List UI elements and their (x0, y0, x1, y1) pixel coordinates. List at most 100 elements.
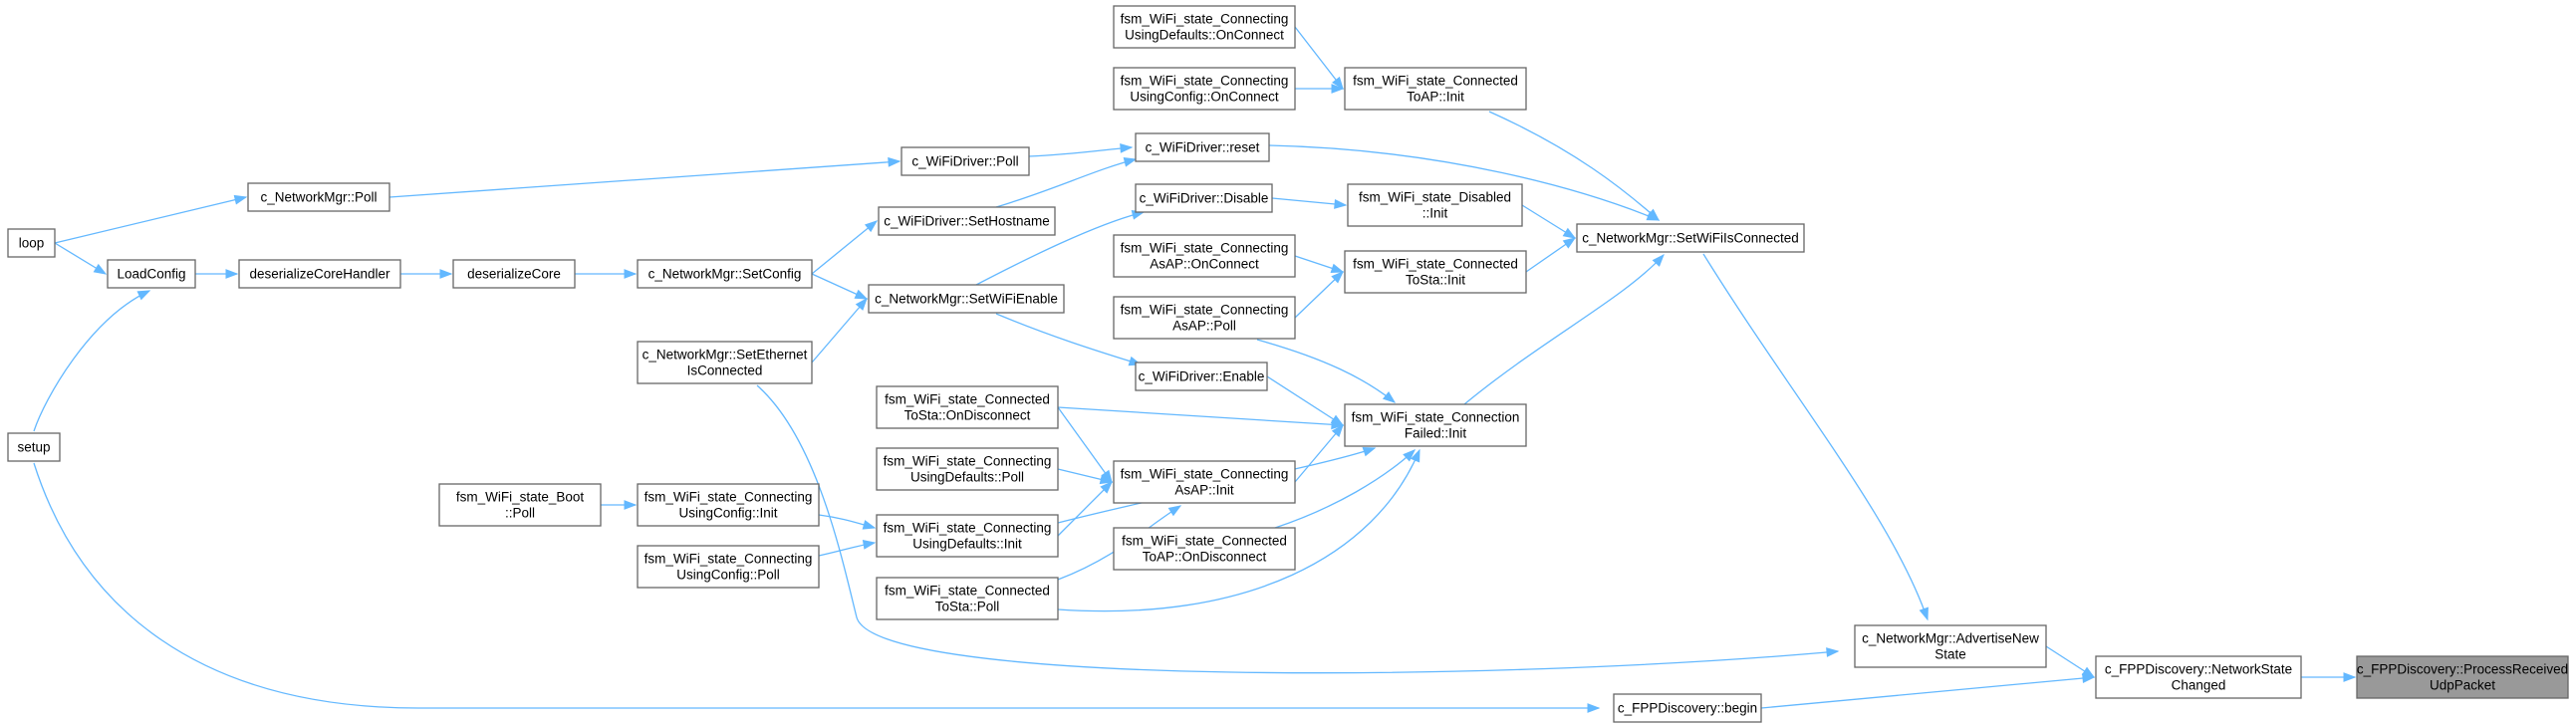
edge-connectionfailed-init-to-networkmgr-setwifiisconnected (1463, 253, 1665, 405)
node-label-line: loop (19, 236, 45, 251)
edge-arrowhead (1167, 505, 1182, 517)
node-label-line: ToSta::OnDisconnect (904, 408, 1031, 423)
edge-connecting-usingconfig-poll-to-connecting-usingdefaults-init (818, 540, 877, 557)
edge-connecting-usingdefaults-poll-to-connecting-asap-init (1057, 468, 1114, 485)
edge-line (1057, 406, 1113, 483)
node-connectedtosta-ondisconnect[interactable]: fsm_WiFi_state_ConnectedToSta::OnDisconn… (876, 385, 1059, 429)
node-fppdiscovery-begin[interactable]: c_FPPDiscovery::begin (1613, 693, 1762, 723)
node-label-line: ToSta::Init (1406, 273, 1465, 288)
edge-wifidriver-disable-to-disabled-init (1271, 197, 1348, 209)
edge-line (1294, 424, 1344, 483)
node-box (1113, 5, 1296, 49)
node-loadconfig[interactable]: LoadConfig (107, 259, 196, 289)
node-label-line: UdpPacket (2430, 678, 2495, 693)
edge-arrowhead (862, 540, 877, 550)
edge-line (1760, 676, 2095, 709)
edge-connectedtoap-ondisconnect-to-connectionfailed-init (1274, 449, 1417, 529)
node-box (1135, 183, 1273, 213)
edge-line (1057, 449, 1420, 612)
edge-arrowhead (1120, 142, 1134, 153)
node-box (1135, 362, 1268, 391)
edge-arrowhead (862, 520, 877, 530)
node-loop[interactable]: loop (7, 228, 56, 258)
node-wifidriver-sethostname[interactable]: c_WiFiDriver::SetHostname (878, 206, 1056, 236)
edge-line (54, 196, 247, 244)
node-boot-poll[interactable]: fsm_WiFi_state_Boot::Poll (438, 483, 602, 527)
node-connecting-usingconfig-onconnect[interactable]: fsm_WiFi_state_ConnectingUsingConfig::On… (1113, 67, 1296, 111)
edge-connecting-asap-poll-to-connectedtosta-init (1294, 271, 1345, 319)
node-box (901, 146, 1030, 176)
node-label-line: UsingConfig::Init (678, 506, 777, 521)
node-networkmgr-poll[interactable]: c_NetworkMgr::Poll (247, 182, 390, 212)
node-label-line: c_NetworkMgr::AdvertiseNew (1862, 631, 2039, 646)
node-label-line: IsConnected (687, 363, 763, 378)
node-wifidriver-poll[interactable]: c_WiFiDriver::Poll (901, 146, 1030, 176)
node-wifidriver-disable[interactable]: c_WiFiDriver::Disable (1135, 183, 1273, 213)
node-label-line: AsAP::Poll (1172, 319, 1236, 334)
node-setup[interactable]: setup (7, 432, 61, 462)
node-label-line: ToAP::Init (1407, 90, 1464, 105)
node-label-line: c_WiFiDriver::Poll (911, 154, 1018, 169)
node-connecting-usingdefaults-onconnect[interactable]: fsm_WiFi_state_ConnectingUsingDefaults::… (1113, 5, 1296, 49)
node-label-line: fsm_WiFi_state_Disabled (1359, 190, 1511, 205)
edge-arrowhead (1332, 76, 1344, 91)
edge-connecting-asap-init-to-connectionfailed-init (1294, 423, 1344, 483)
node-networkmgr-setwifienable[interactable]: c_NetworkMgr::SetWiFiEnable (868, 284, 1065, 314)
node-deserializecorehandler[interactable]: deserializeCoreHandler (238, 259, 401, 289)
edge-line (1028, 146, 1133, 157)
node-networkmgr-setconfig[interactable]: c_NetworkMgr::SetConfig (637, 259, 813, 289)
node-label-line: fsm_WiFi_state_Connection (1352, 410, 1520, 425)
node-label-line: Changed (2172, 678, 2226, 693)
node-label-line: fsm_WiFi_state_Connecting (644, 490, 813, 505)
node-disabled-init[interactable]: fsm_WiFi_state_Disabled::Init (1347, 183, 1523, 227)
node-label-line: c_WiFiDriver::Disable (1140, 191, 1269, 206)
edge-wifidriver-poll-to-wifidriver-reset (1028, 142, 1134, 157)
node-label-line: c_WiFiDriver::SetHostname (884, 214, 1050, 229)
node-networkmgr-setwifiisconnected[interactable]: c_NetworkMgr::SetWiFiIsConnected (1576, 223, 1805, 253)
node-label-line: fsm_WiFi_state_Connecting (1121, 74, 1289, 89)
node-deserializecore[interactable]: deserializeCore (452, 259, 576, 289)
node-label-line: c_NetworkMgr::SetEthernet (643, 348, 808, 362)
edge-arrowhead (1331, 423, 1344, 437)
node-label-line: UsingDefaults::Poll (910, 470, 1024, 485)
node-box (247, 182, 390, 212)
edge-disabled-init-to-networkmgr-setwifiisconnected (1521, 204, 1577, 239)
node-connecting-usingdefaults-init[interactable]: fsm_WiFi_state_ConnectingUsingDefaults::… (876, 514, 1059, 558)
node-box (637, 545, 820, 589)
node-connectedtoap-ondisconnect[interactable]: fsm_WiFi_state_ConnectedToAP::OnDisconne… (1113, 527, 1296, 571)
node-connecting-usingdefaults-poll[interactable]: fsm_WiFi_state_ConnectingUsingDefaults::… (876, 447, 1059, 491)
edge-connectedtoap-init-to-networkmgr-setwifiisconnected (1488, 111, 1661, 221)
edge-line (756, 384, 1839, 674)
node-label-line: c_NetworkMgr::SetWiFiEnable (875, 292, 1058, 307)
node-box (868, 284, 1065, 314)
node-wifidriver-reset[interactable]: c_WiFiDriver::reset (1135, 132, 1270, 162)
edge-line (1271, 197, 1347, 206)
edge-line (811, 298, 868, 363)
edge-line (1294, 26, 1344, 90)
edge-line (33, 462, 1599, 709)
node-label-line: setup (17, 440, 50, 455)
node-box (1854, 624, 2047, 668)
edge-line (1268, 144, 1660, 221)
node-connecting-usingconfig-poll[interactable]: fsm_WiFi_state_ConnectingUsingConfig::Po… (637, 545, 820, 589)
node-label-line: fsm_WiFi_state_Connecting (1121, 12, 1289, 27)
node-label-line: ToAP::OnDisconnect (1143, 550, 1267, 565)
edge-arrowhead (93, 263, 108, 275)
edge-line (995, 158, 1137, 208)
node-box (1113, 296, 1296, 340)
edge-networkmgr-setwifiisconnected-to-networkmgr-advertisenewstate (1702, 253, 1929, 621)
node-wifidriver-enable[interactable]: c_WiFiDriver::Enable (1135, 362, 1268, 391)
edge-networkmgr-poll-to-wifidriver-poll (388, 156, 902, 198)
node-connecting-usingconfig-init[interactable]: fsm_WiFi_state_ConnectingUsingConfig::In… (637, 483, 820, 527)
